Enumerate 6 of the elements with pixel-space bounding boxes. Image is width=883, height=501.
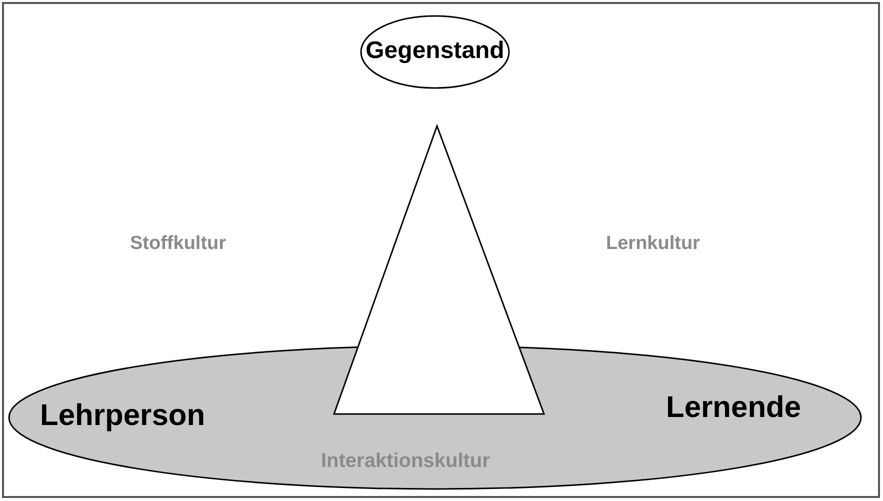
- region-label: Lernkultur: [606, 233, 700, 255]
- node-label: Interaktionskultur: [321, 450, 490, 473]
- node-title: Lernende: [666, 391, 802, 425]
- region-label: Stoffkultur: [130, 233, 226, 255]
- node-title: Lehrperson: [40, 399, 206, 433]
- node-title: Gegenstand: [364, 37, 506, 65]
